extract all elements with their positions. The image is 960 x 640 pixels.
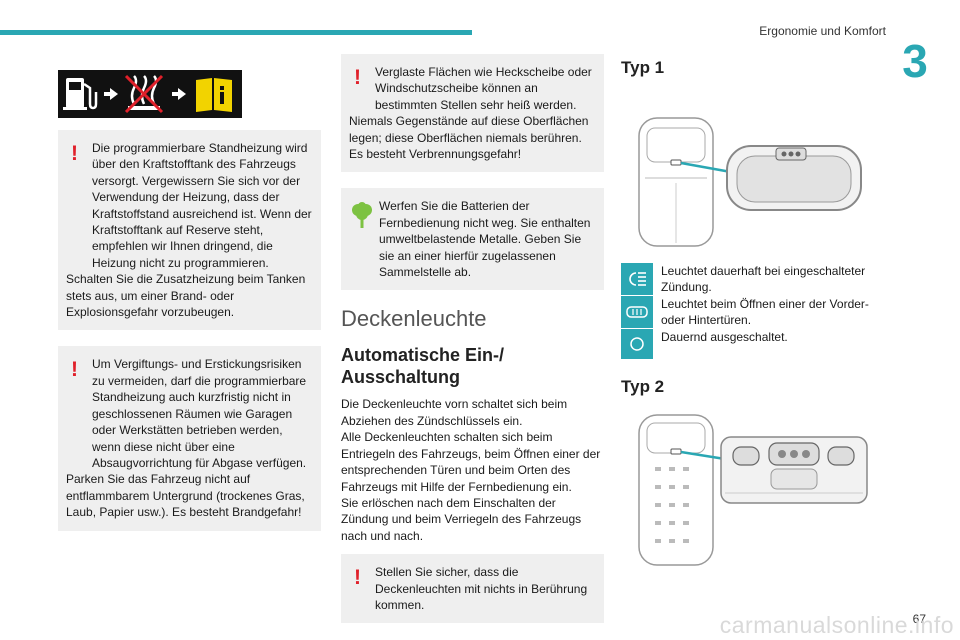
warning-exclamation-icon: ! <box>71 358 78 382</box>
warning-box-glass: ! Verglaste Flächen wie Heckscheibe oder… <box>341 54 604 173</box>
column-left: ! Die programmierbare Standheizung wird … <box>58 70 321 547</box>
mode-row-off: Dauernd ausgeschaltet. <box>621 328 886 359</box>
light-mode-list: Leuchtet dauerhaft bei eingeschalteter Z… <box>621 263 886 359</box>
arrow-right-icon <box>104 88 118 100</box>
section-title: Deckenleuchte <box>341 306 487 332</box>
header-title: Ergonomie und Komfort <box>759 24 886 38</box>
ceiling-light-type1-illustration <box>638 117 862 247</box>
warning-exclamation-icon: ! <box>354 66 361 89</box>
typ2-title: Typ 2 <box>621 376 665 396</box>
subsection-title: Automatische Ein-/ Ausschaltung <box>341 345 505 388</box>
mode-text-on: Leuchtet dauerhaft bei eingeschalteter Z… <box>661 264 866 295</box>
mode-row-on: Leuchtet dauerhaft bei eingeschalteter Z… <box>621 263 886 296</box>
warning-box-ceiling-light: ! Stellen Sie sicher, dass die Deckenleu… <box>341 554 604 624</box>
warning-exclamation-icon: ! <box>71 142 78 165</box>
warning-text: Um Vergiftungs- und Erstickungsrisiken z… <box>92 357 307 470</box>
warning-box-fuel: ! Die programmierbare Standheizung wird … <box>58 130 321 331</box>
arrow-right-icon-2 <box>172 88 186 100</box>
typ1-title: Typ 1 <box>621 58 665 77</box>
paragraph-3: Sie erlöschen nach dem Einschalten der Z… <box>341 495 582 543</box>
warning-text: Die programmierbare Standheizung wird üb… <box>92 141 312 270</box>
heater-crossed-icon <box>124 74 164 114</box>
fuel-pump-icon <box>63 78 98 110</box>
paragraph-2: Alle Deckenleuchten schalten sich beim E… <box>341 430 601 494</box>
warning-exclamation-icon: ! <box>354 566 361 590</box>
warning-text: Verglaste Flächen wie Heckscheibe oder W… <box>375 65 592 112</box>
eco-text: Werfen Sie die Batterien der Fernbedienu… <box>379 199 591 280</box>
mode-text-door: Leuchtet beim Öffnen einer der Vorder- o… <box>661 296 869 328</box>
page-number: 67 <box>912 612 926 626</box>
paragraph-1: Die Deckenleuchte vorn schaltet sich bei… <box>341 397 568 428</box>
warning-box-poisoning: ! Um Vergiftungs- und Erstickungsrisiken… <box>58 346 321 531</box>
column-middle: ! Verglaste Flächen wie Heckscheibe oder… <box>341 54 604 639</box>
door-light-icon[interactable] <box>621 295 653 328</box>
warning-text-2: Niemals Gegenstände auf diese Oberfläche… <box>349 114 589 162</box>
manual-book-icon <box>196 78 232 112</box>
light-on-icon[interactable] <box>621 263 653 295</box>
warning-text: Stellen Sie sicher, dass die Deckenleuch… <box>375 565 588 612</box>
mode-text-off: Dauernd ausgeschaltet. <box>661 329 788 344</box>
watermark-text: carmanualsonline.info <box>719 612 954 638</box>
tree-eco-icon <box>352 202 372 229</box>
header-accent-bar <box>0 30 472 35</box>
fuel-warning-pictogram <box>58 70 242 118</box>
warning-text-2: Parken Sie das Fahrzeug nicht auf entfla… <box>66 472 305 520</box>
ceiling-light-type2-illustration <box>638 413 868 566</box>
warning-text-2: Schalten Sie die Zusatzheizung beim Tank… <box>66 272 306 320</box>
eco-box-batteries: Werfen Sie die Batterien der Fernbedienu… <box>341 188 604 291</box>
mode-row-door: Leuchtet beim Öffnen einer der Vorder- o… <box>621 295 886 329</box>
light-off-icon[interactable] <box>621 328 653 359</box>
column-right: Typ 1 Leuchtet dauerhaft bei ein <box>621 54 886 572</box>
chapter-number: 3 <box>902 35 928 87</box>
